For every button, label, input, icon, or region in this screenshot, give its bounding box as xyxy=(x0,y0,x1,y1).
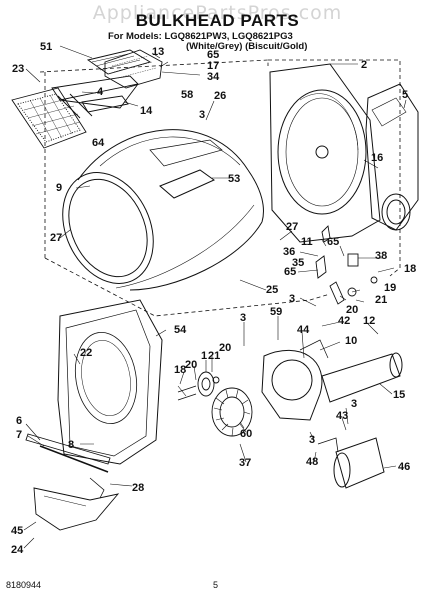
callout-26: 26 xyxy=(214,90,226,102)
callout-25: 25 xyxy=(266,284,278,296)
callout-59: 59 xyxy=(270,306,282,318)
lint-screen xyxy=(11,87,87,149)
callout-3-bottom: 3 xyxy=(309,434,315,446)
watermark-text: AppliancePartsPros.com xyxy=(92,2,343,24)
lower-front-parts xyxy=(25,433,120,531)
callout-22: 22 xyxy=(80,347,92,359)
callout-48: 48 xyxy=(306,456,318,468)
callout-65: 65 xyxy=(207,49,219,61)
callout-43: 43 xyxy=(336,410,348,422)
page-title: BULKHEAD PARTS xyxy=(135,11,300,30)
callout-21-center: 21 xyxy=(208,350,220,362)
callout-38: 38 xyxy=(375,250,387,262)
callout-58: 58 xyxy=(181,89,193,101)
callout-54: 54 xyxy=(174,324,187,336)
callout-1: 1 xyxy=(201,350,207,362)
callout-16: 16 xyxy=(371,152,383,164)
callout-51: 51 xyxy=(40,41,52,53)
callout-20-left: 20 xyxy=(185,359,197,371)
callout-23: 23 xyxy=(12,63,24,75)
callout-14: 14 xyxy=(140,105,153,117)
callout-18-left: 18 xyxy=(174,364,186,376)
callout-20-right: 20 xyxy=(346,304,358,316)
callout-42: 42 xyxy=(338,315,350,327)
callout-44: 44 xyxy=(297,324,310,336)
callout-3: 3 xyxy=(199,109,205,121)
callout-15: 15 xyxy=(393,389,405,401)
callout-18-right: 18 xyxy=(404,263,416,275)
callout-10: 10 xyxy=(345,335,357,347)
blower-wheel xyxy=(211,387,253,437)
callout-3-center: 3 xyxy=(240,312,246,324)
callout-35: 35 xyxy=(292,257,304,269)
callout-4: 4 xyxy=(97,86,104,98)
models-subtitle: For Models: LGQ8621PW3, LGQ8621PG3 xyxy=(108,31,293,42)
rear-bulkhead xyxy=(269,63,381,243)
heater-housing xyxy=(365,83,419,231)
callout-17: 17 xyxy=(207,60,219,72)
callout-9: 9 xyxy=(56,182,62,194)
dryer-drum xyxy=(62,129,264,291)
callout-6: 6 xyxy=(16,415,22,427)
callout-60: 60 xyxy=(240,428,252,440)
blower-housing xyxy=(261,339,329,421)
callout-3-right: 3 xyxy=(351,398,357,410)
callout-64: 64 xyxy=(92,137,105,149)
callout-53: 53 xyxy=(228,173,240,185)
blower-small-parts xyxy=(177,371,220,401)
callout-46: 46 xyxy=(398,461,410,473)
page-number: 5 xyxy=(213,580,219,590)
callout-65-mid: 65 xyxy=(327,236,339,248)
callout-5: 5 xyxy=(402,89,408,101)
assembly-outline xyxy=(39,59,401,317)
callout-7: 7 xyxy=(16,429,22,441)
exhaust-duct xyxy=(321,352,403,403)
callout-27-right: 27 xyxy=(286,221,298,233)
lint-housing-top xyxy=(86,49,163,89)
callout-13: 13 xyxy=(152,46,164,58)
callout-11: 11 xyxy=(301,236,313,248)
leader-lines xyxy=(23,45,407,549)
callout-37: 37 xyxy=(239,457,251,469)
callout-27-left: 27 xyxy=(50,232,62,244)
callout-2: 2 xyxy=(361,59,367,71)
callout-28: 28 xyxy=(132,482,144,494)
callout-12: 12 xyxy=(363,315,375,327)
callout-19: 19 xyxy=(384,282,396,294)
callout-labels: 51 13 65 17 34 2 5 23 4 58 14 26 3 64 16… xyxy=(11,41,416,556)
document-number: 8180944 xyxy=(6,580,42,590)
callout-21-right: 21 xyxy=(375,294,387,306)
sensor-parts xyxy=(315,225,378,305)
callout-8: 8 xyxy=(68,439,74,451)
lint-bracket xyxy=(51,75,139,119)
callout-20-center: 20 xyxy=(219,342,231,354)
colors-subtitle: (White/Grey) (Biscuit/Gold) xyxy=(186,41,308,52)
callout-34: 34 xyxy=(207,71,220,83)
callout-36: 36 xyxy=(283,246,295,258)
callout-45: 45 xyxy=(11,525,23,537)
callout-65-low: 65 xyxy=(284,266,296,278)
callout-24: 24 xyxy=(11,544,24,556)
callout-3-mid: 3 xyxy=(289,293,295,305)
motor xyxy=(317,437,385,489)
